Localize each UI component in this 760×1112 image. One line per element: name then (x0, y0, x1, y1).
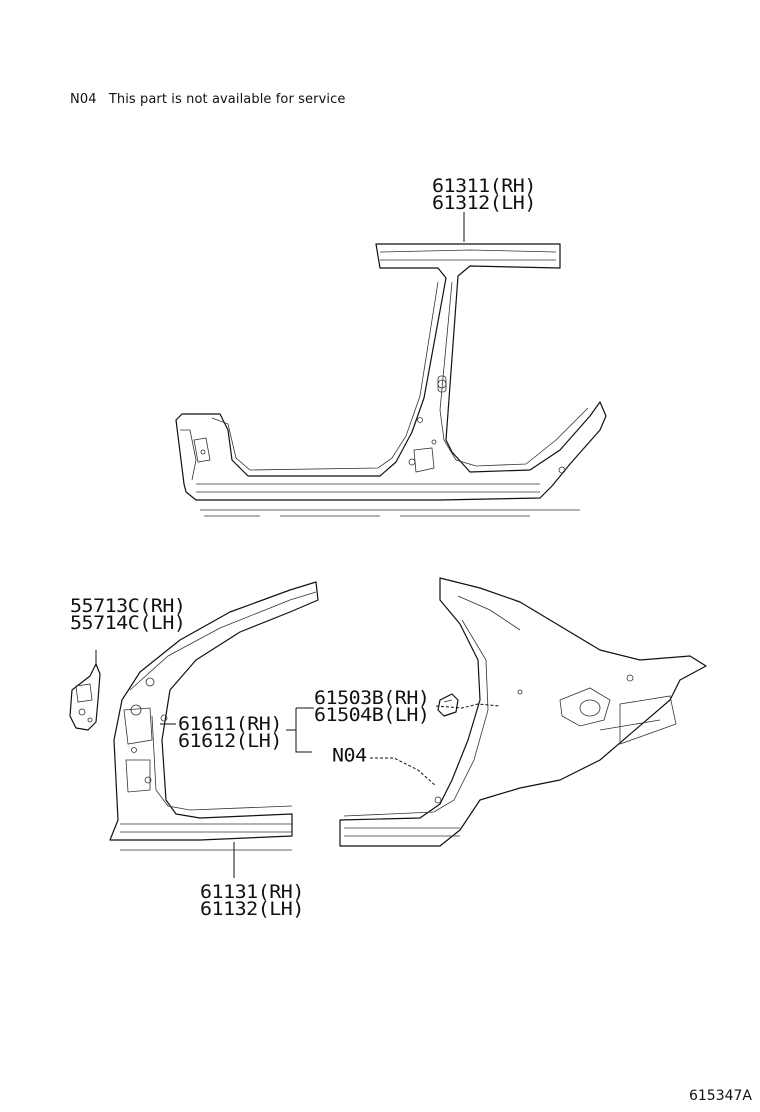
callout-55713[interactable]: 55713C(RH) 55714C(LH) (70, 594, 186, 634)
front-pillar-panel[interactable] (109, 581, 319, 851)
callout-61503-lh: 61504B(LH) (314, 703, 430, 726)
callout-61131-rh: 61131(RH) (200, 880, 304, 903)
callout-n04-code: N04 (332, 743, 367, 767)
callout-n04[interactable]: N04 (332, 743, 367, 767)
service-note: N04 This part is not available for servi… (70, 92, 345, 107)
callout-55713-rh: 55713C(RH) (70, 594, 186, 617)
figure-id: 615347A (688, 1088, 752, 1104)
service-note-text: This part is not available for service (108, 92, 346, 107)
callout-61131[interactable]: 61131(RH) 61132(LH) (200, 880, 304, 920)
callout-61611-rh: 61611(RH) (178, 712, 282, 735)
callout-61131-lh: 61132(LH) (200, 897, 304, 920)
quarter-panel-outer[interactable] (339, 577, 707, 847)
callout-61503[interactable]: 61503B(RH) 61504B(LH) (314, 686, 430, 726)
callout-61311[interactable]: 61311(RH) 61312(LH) (432, 174, 536, 214)
body-side-outer-panel[interactable] (175, 243, 607, 517)
callout-55713-lh: 55714C(LH) (70, 611, 186, 634)
callout-61503-rh: 61503B(RH) (314, 686, 430, 709)
callout-61611-lh: 61612(LH) (178, 729, 282, 752)
fuel-lid-part[interactable] (437, 693, 459, 717)
callout-61311-lh: 61312(LH) (432, 191, 536, 214)
service-note-code: N04 (70, 92, 97, 107)
bracket-part[interactable] (69, 663, 101, 731)
callout-61311-rh: 61311(RH) (432, 174, 536, 197)
callout-61611[interactable]: 61611(RH) 61612(LH) (178, 712, 282, 752)
